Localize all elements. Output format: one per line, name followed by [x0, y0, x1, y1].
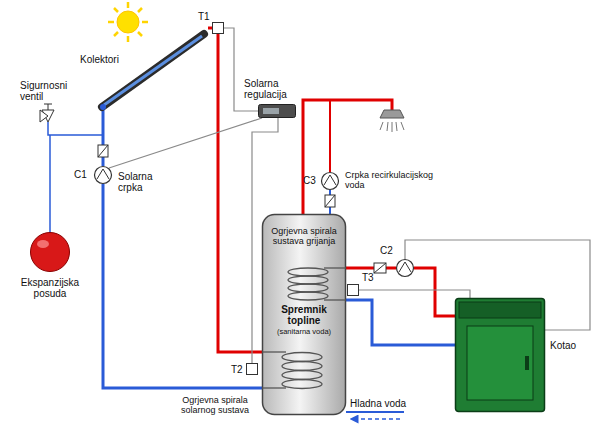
- coil-label: Ogrjevna spirala solarnog sustava: [168, 395, 262, 415]
- pipe-connector: [102, 110, 105, 166]
- expansion-vessel-outline: [30, 232, 70, 272]
- pipe-connector: [103, 184, 262, 388]
- node-label: Solarna regulacija: [244, 78, 314, 100]
- check-valve: [325, 195, 335, 207]
- solar-controller: Solarna regulacija: [258, 104, 296, 118]
- coil-label: Ogrjevna spirala sustava grijanja: [266, 226, 342, 246]
- temperature-sensor-outline: [212, 22, 224, 34]
- temperature-sensor: T1: [212, 22, 224, 34]
- pump-outline: [321, 172, 339, 190]
- sun: [108, 2, 148, 42]
- pump-outline: [94, 166, 112, 184]
- solar-collector: Kolektori: [100, 28, 208, 110]
- temperature-sensor: T3: [347, 284, 359, 296]
- node-label: T3: [362, 272, 378, 283]
- node-label: C2: [380, 245, 394, 256]
- temperature-sensor-outline: [246, 363, 258, 375]
- node-label: Spremnik topline: [270, 304, 338, 326]
- boiler-outline: [455, 298, 545, 412]
- pipe-connector: [208, 27, 212, 30]
- pump-outline: [396, 259, 414, 277]
- pipe-connector: [359, 290, 470, 298]
- temperature-sensor: T2: [246, 363, 258, 375]
- check-valve: [98, 145, 108, 157]
- flow-label: Hladna voda: [350, 398, 412, 409]
- expansion-vessel: Ekspanzijska posuda: [30, 232, 70, 272]
- solar-collector-outline: [100, 28, 208, 110]
- pump: C2: [396, 259, 414, 277]
- shower-head: [380, 110, 404, 132]
- pump: C1Solarna crpka: [94, 166, 112, 184]
- node-label: C3: [303, 175, 319, 186]
- node-sublabel: (sanitarna voda): [265, 328, 343, 336]
- pump: C3Crpka recirkulacijskog voda: [321, 172, 339, 190]
- shower-spray: [380, 122, 404, 132]
- node-label: C1: [74, 169, 90, 180]
- valve-pipe: [48, 122, 103, 135]
- node-label: Kotao: [550, 340, 584, 351]
- temperature-sensor-outline: [347, 284, 359, 296]
- cold-water-pipe: [346, 411, 404, 413]
- node-label: Ekspanzijska posuda: [18, 277, 82, 299]
- node-label: T2: [231, 364, 245, 375]
- sun-disc: [117, 11, 139, 33]
- node-label: T1: [198, 11, 212, 22]
- safety-valve: [40, 104, 54, 122]
- solar-controller-outline: [258, 104, 296, 118]
- sun-rays: [108, 2, 148, 42]
- hot-water-pipe: [303, 100, 392, 214]
- recirculation-pipe: [329, 100, 331, 172]
- pipe-connector: [346, 300, 455, 345]
- boiler: Kotao: [455, 298, 545, 412]
- node-label: Kolektori: [80, 54, 140, 65]
- part-label: Sigurnosni ventil: [20, 80, 76, 102]
- node-sublabel: Crpka recirkulacijskog voda: [345, 170, 445, 190]
- node-sublabel: Solarna crpka: [118, 171, 164, 193]
- pipe-connector: [405, 240, 590, 330]
- check-valve: [374, 263, 386, 273]
- pipe-connector: [109, 118, 262, 168]
- vessel-pipe: [49, 135, 51, 232]
- pipe-connector: [346, 267, 396, 270]
- cold-water-arrow: [354, 418, 400, 420]
- pipe-connector: [414, 268, 455, 316]
- shower-head-body: [380, 110, 404, 118]
